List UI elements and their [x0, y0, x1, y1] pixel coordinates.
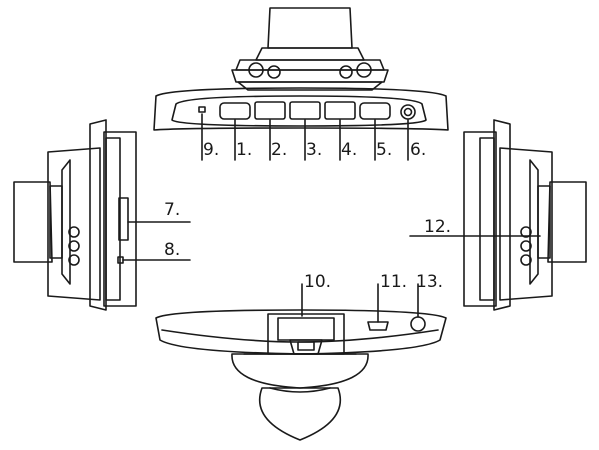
lens-housing — [231, 353, 369, 389]
callout-11: 11. — [380, 272, 408, 292]
button-1 — [219, 102, 251, 120]
button-4 — [324, 101, 356, 120]
leader-lines-top — [201, 113, 409, 161]
left-camera-body — [47, 147, 101, 301]
callout-8: 8. — [164, 240, 181, 260]
right-camera-body — [499, 147, 553, 301]
mini-usb-port — [267, 313, 345, 355]
callout-13: 13. — [416, 272, 444, 292]
bottom-view — [155, 283, 447, 441]
top-mount-bracket — [235, 59, 385, 71]
callout-2: 2. — [271, 140, 288, 160]
bottom-camera-body — [155, 309, 447, 355]
lens — [258, 387, 342, 441]
button-2 — [254, 101, 286, 120]
leader-lines-left — [122, 221, 191, 261]
callout-10: 10. — [304, 272, 332, 292]
reset-button — [198, 106, 206, 113]
hdmi-port — [367, 321, 389, 331]
top-view — [153, 7, 449, 161]
callout-6: 6. — [410, 140, 427, 160]
sd-card-slot — [118, 197, 129, 241]
callout-3: 3. — [306, 140, 323, 160]
callout-1: 1. — [236, 140, 253, 160]
top-button-panel — [171, 95, 427, 127]
round-port — [410, 316, 426, 332]
left-side-view — [13, 119, 191, 311]
top-camera-body — [153, 87, 449, 131]
button-3 — [289, 101, 321, 120]
callout-4: 4. — [341, 140, 358, 160]
power-button — [400, 104, 416, 120]
callout-12: 12. — [424, 217, 452, 237]
callout-7: 7. — [164, 200, 181, 220]
callout-5: 5. — [376, 140, 393, 160]
top-mount-base — [255, 47, 365, 61]
top-mount-knob — [267, 7, 353, 49]
leader-lines-bottom — [301, 283, 419, 323]
right-mount-knob — [547, 181, 587, 263]
right-side-view — [409, 119, 587, 311]
callout-9: 9. — [203, 140, 220, 160]
button-5 — [359, 102, 391, 120]
left-mount-knob — [13, 181, 53, 263]
